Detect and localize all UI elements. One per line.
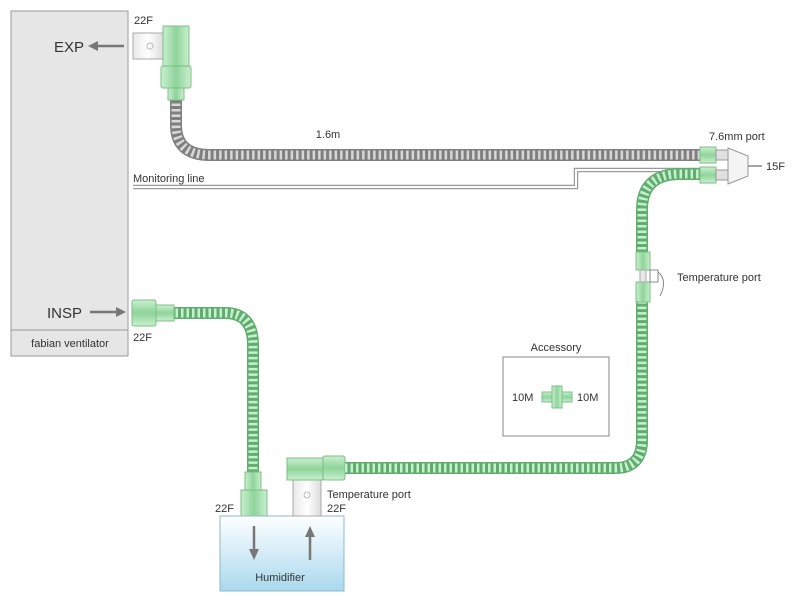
humidifier-in-size-label: 22F (215, 503, 234, 515)
exp-arrow-icon (88, 41, 124, 51)
accessory-connector-icon (541, 385, 573, 409)
temperature-port-upper: Temperature port (635, 251, 761, 303)
temperature-port-upper-label: Temperature port (677, 272, 761, 284)
accessory-left-label: 10M (512, 392, 533, 404)
exp-size-label: 22F (134, 15, 153, 27)
temperature-port-lower-label: Temperature port (327, 489, 411, 501)
insp-arrow-icon (90, 307, 126, 317)
expiratory-tube: 1.6m (170, 98, 700, 161)
humidifier-label: Humidifier (255, 572, 305, 584)
up-arrow-icon (305, 526, 315, 560)
ventilator-unit: fabian ventilator EXP INSP (10, 10, 129, 357)
humidifier-out-size-label: 22F (327, 503, 346, 515)
humidifier: Humidifier 22F 22F (215, 503, 346, 592)
accessory-right-label: 10M (577, 392, 598, 404)
tube-length-label: 1.6m (316, 129, 340, 141)
patient-side-size-label: 15F (766, 161, 785, 173)
ventilator-name: fabian ventilator (31, 338, 109, 350)
monitoring-line: Monitoring line (133, 167, 702, 190)
insp-size-label: 22F (133, 332, 152, 344)
patient-y-piece: 7.6mm port 15F (699, 131, 785, 185)
down-arrow-icon (249, 526, 259, 560)
insp-label: INSP (47, 305, 82, 322)
port-size-label: 7.6mm port (709, 131, 765, 143)
monitoring-line-label: Monitoring line (133, 173, 205, 185)
accessory-box: Accessory 10M 10M (502, 342, 610, 437)
inspiratory-tube-to-humidifier: 22F (131, 299, 268, 517)
humidifier-outlet-connector: Temperature port (286, 455, 411, 517)
exp-connector: 22F (132, 15, 192, 101)
accessory-title: Accessory (531, 342, 582, 354)
inspiratory-tube-to-patient (345, 168, 702, 474)
exp-label: EXP (54, 39, 84, 56)
